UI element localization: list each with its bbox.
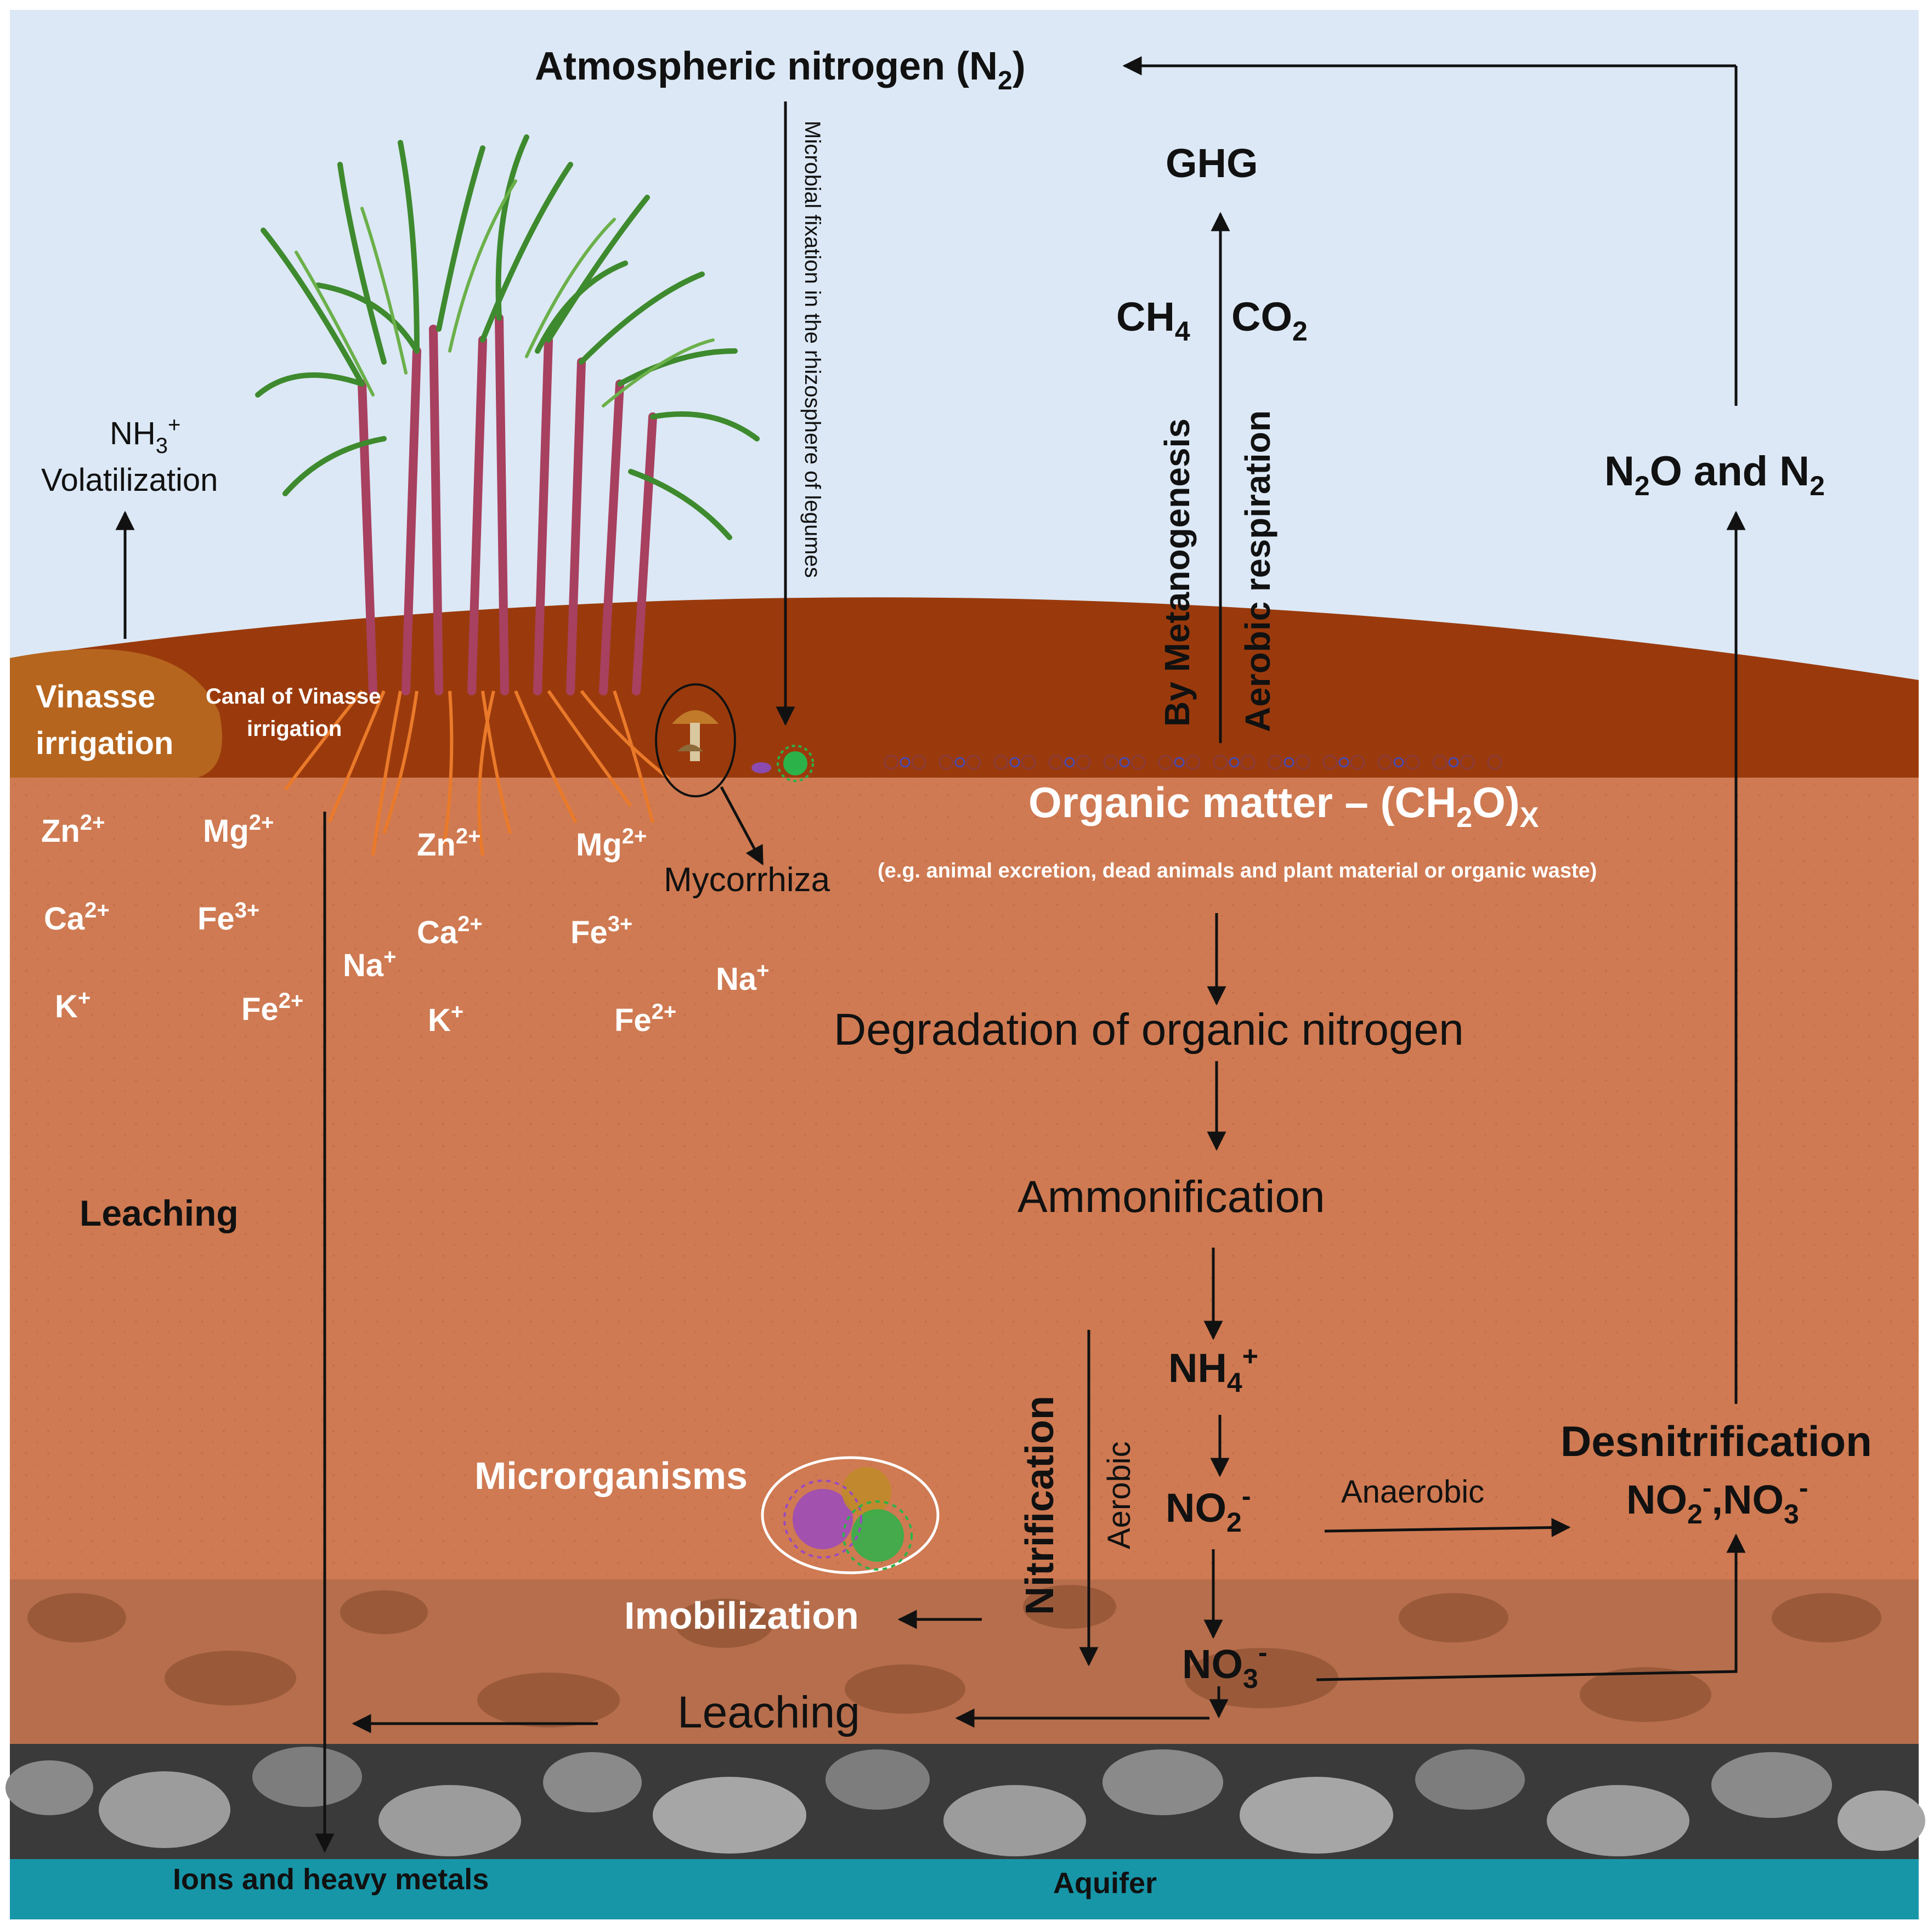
ions-heavy-metals-label: Ions and heavy metals <box>173 1863 489 1896</box>
aerobic-respiration-label: Aerobic respiration <box>1238 410 1277 732</box>
vinasse-label-line1: Vinasse <box>36 679 155 715</box>
imobilization-label: Imobilization <box>624 1594 859 1637</box>
canal-label-line1: Canal of Vinasse <box>206 684 381 709</box>
organic-matter-particles <box>884 755 1502 770</box>
ion-k: K+ <box>55 986 91 1024</box>
organic-examples-label: (e.g. animal excretion, dead animals and… <box>878 859 1597 882</box>
sugarcane-illustration <box>255 134 760 856</box>
no3-to-denitrification-arrow <box>1316 1533 1746 1681</box>
microbial-fixation-label: Microbial fixation in the rhizosphere of… <box>800 121 824 578</box>
aerobic-label: Aerobic <box>1101 1441 1137 1549</box>
ion-fe3: Fe3+ <box>570 912 632 950</box>
mycorrhiza-label: Mycorrhiza <box>664 861 830 899</box>
anaerobic-label: Anaerobic <box>1341 1474 1484 1510</box>
atmospheric-nitrogen-label: Atmospheric nitrogen (N2) <box>535 44 1026 95</box>
volatilization-label: Volatilization <box>41 462 218 498</box>
ion-fe2: Fe2+ <box>614 1000 676 1038</box>
vinasse-pond <box>10 649 222 778</box>
pebble-layer <box>5 1744 1925 1859</box>
ion-ca: Ca2+ <box>417 912 483 950</box>
no2-label: NO2- <box>1166 1481 1251 1538</box>
ion-fe3: Fe3+ <box>197 898 259 937</box>
ch4-label: CH4 <box>1116 294 1190 347</box>
ion-fe2: Fe2+ <box>241 989 303 1027</box>
arrows <box>115 56 1746 1853</box>
n2o-label: N2O and N2 <box>1604 448 1825 501</box>
ions-middle: Zn2+ Mg2+ Na+ Ca2+ Fe3+ Na+ K+ Fe2+ <box>343 824 770 1038</box>
ions-left: Zn2+ Mg2+ Ca2+ Fe3+ K+ Fe2+ <box>41 811 303 1027</box>
ammonification-label: Ammonification <box>1017 1172 1325 1222</box>
mycorrhiza-illustration <box>655 683 736 797</box>
microbe-icon <box>751 745 814 782</box>
desnitrification-species-label: NO2-,NO3- <box>1626 1472 1808 1529</box>
vinasse-label-line2: irrigation <box>36 726 173 761</box>
topsoil-layer <box>10 597 1919 778</box>
organic-matter-label: Organic matter – (CH2O)X <box>1028 778 1539 834</box>
nh4-label: NH4+ <box>1168 1341 1258 1398</box>
anaerobic-arrow <box>1324 1517 1571 1537</box>
desnitrification-label: Desnitrification <box>1561 1417 1872 1465</box>
canal-label-line2: irrigation <box>247 717 342 741</box>
ion-ca: Ca2+ <box>44 898 110 937</box>
mycorrhiza-pointer <box>720 786 764 866</box>
ghg-label: GHG <box>1166 140 1258 186</box>
degradation-label: Degradation of organic nitrogen <box>834 1005 1464 1055</box>
nitrification-label: Nitrification <box>1018 1396 1062 1615</box>
ion-mg: Mg2+ <box>576 824 647 863</box>
microrganisms-illustration <box>761 1456 940 1574</box>
leaching-lower-label: Leaching <box>677 1687 860 1737</box>
ion-zn: Zn2+ <box>41 811 105 849</box>
ion-k: K+ <box>428 1000 463 1038</box>
co2-label: CO2 <box>1231 294 1308 347</box>
leaching-left-label: Leaching <box>80 1193 239 1233</box>
aquifer-label: Aquifer <box>1053 1867 1157 1900</box>
ion-na: Na+ <box>343 945 397 983</box>
nh3-label: NH3+ <box>110 413 180 458</box>
no3-label: NO3- <box>1182 1637 1267 1694</box>
metanogenesis-label: By Metanogenesis <box>1157 418 1197 727</box>
ion-na: Na+ <box>716 959 770 997</box>
ion-mg: Mg2+ <box>203 811 274 849</box>
microrganisms-label: Microrganisms <box>474 1454 748 1497</box>
aquifer-band <box>10 1859 1919 1919</box>
ion-zn: Zn2+ <box>417 824 480 863</box>
